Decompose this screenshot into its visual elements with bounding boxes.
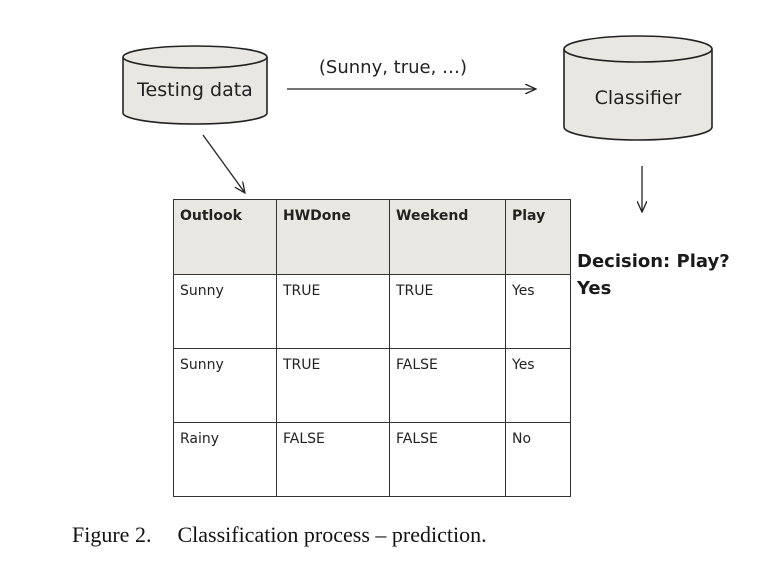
table-cell: Sunny xyxy=(173,274,277,349)
decision-question: Decision: Play? xyxy=(577,251,730,272)
table-cell: FALSE xyxy=(389,348,506,423)
testing-data-table: Outlook HWDone Weekend Play Sunny TRUE T… xyxy=(173,199,571,497)
table-cell: Sunny xyxy=(173,348,277,423)
table-row: Sunny TRUE FALSE Yes xyxy=(173,348,571,423)
decision-text: Decision: Play? Yes xyxy=(577,248,730,302)
table-cell: FALSE xyxy=(389,422,506,497)
table-cell: Yes xyxy=(505,274,571,349)
header-play: Play xyxy=(505,199,571,275)
decision-answer: Yes xyxy=(577,278,612,299)
table-row: Sunny TRUE TRUE Yes xyxy=(173,274,571,349)
caption-text: Classification process – prediction. xyxy=(177,522,487,547)
edge-label: (Sunny, true, …) xyxy=(319,57,467,78)
table-cell: No xyxy=(505,422,571,497)
header-hwdone: HWDone xyxy=(276,199,390,275)
header-weekend: Weekend xyxy=(389,199,506,275)
testing-data-cylinder: Testing data xyxy=(122,45,268,125)
table-cell: TRUE xyxy=(276,274,390,349)
table-header-row: Outlook HWDone Weekend Play xyxy=(173,199,571,275)
table-row: Rainy FALSE FALSE No xyxy=(173,422,571,497)
classifier-label: Classifier xyxy=(595,87,682,109)
arrow-to-table xyxy=(202,134,245,193)
caption-number: Figure 2. xyxy=(72,522,152,547)
table-cell: FALSE xyxy=(276,422,390,497)
table-cell: Yes xyxy=(505,348,571,423)
table-cell: TRUE xyxy=(389,274,506,349)
classifier-cylinder: Classifier xyxy=(563,35,713,141)
figure-caption: Figure 2. Classification process – predic… xyxy=(72,522,487,548)
header-outlook: Outlook xyxy=(173,199,277,275)
testing-data-label: Testing data xyxy=(136,79,253,101)
table-cell: Rainy xyxy=(173,422,277,497)
table-cell: TRUE xyxy=(276,348,390,423)
